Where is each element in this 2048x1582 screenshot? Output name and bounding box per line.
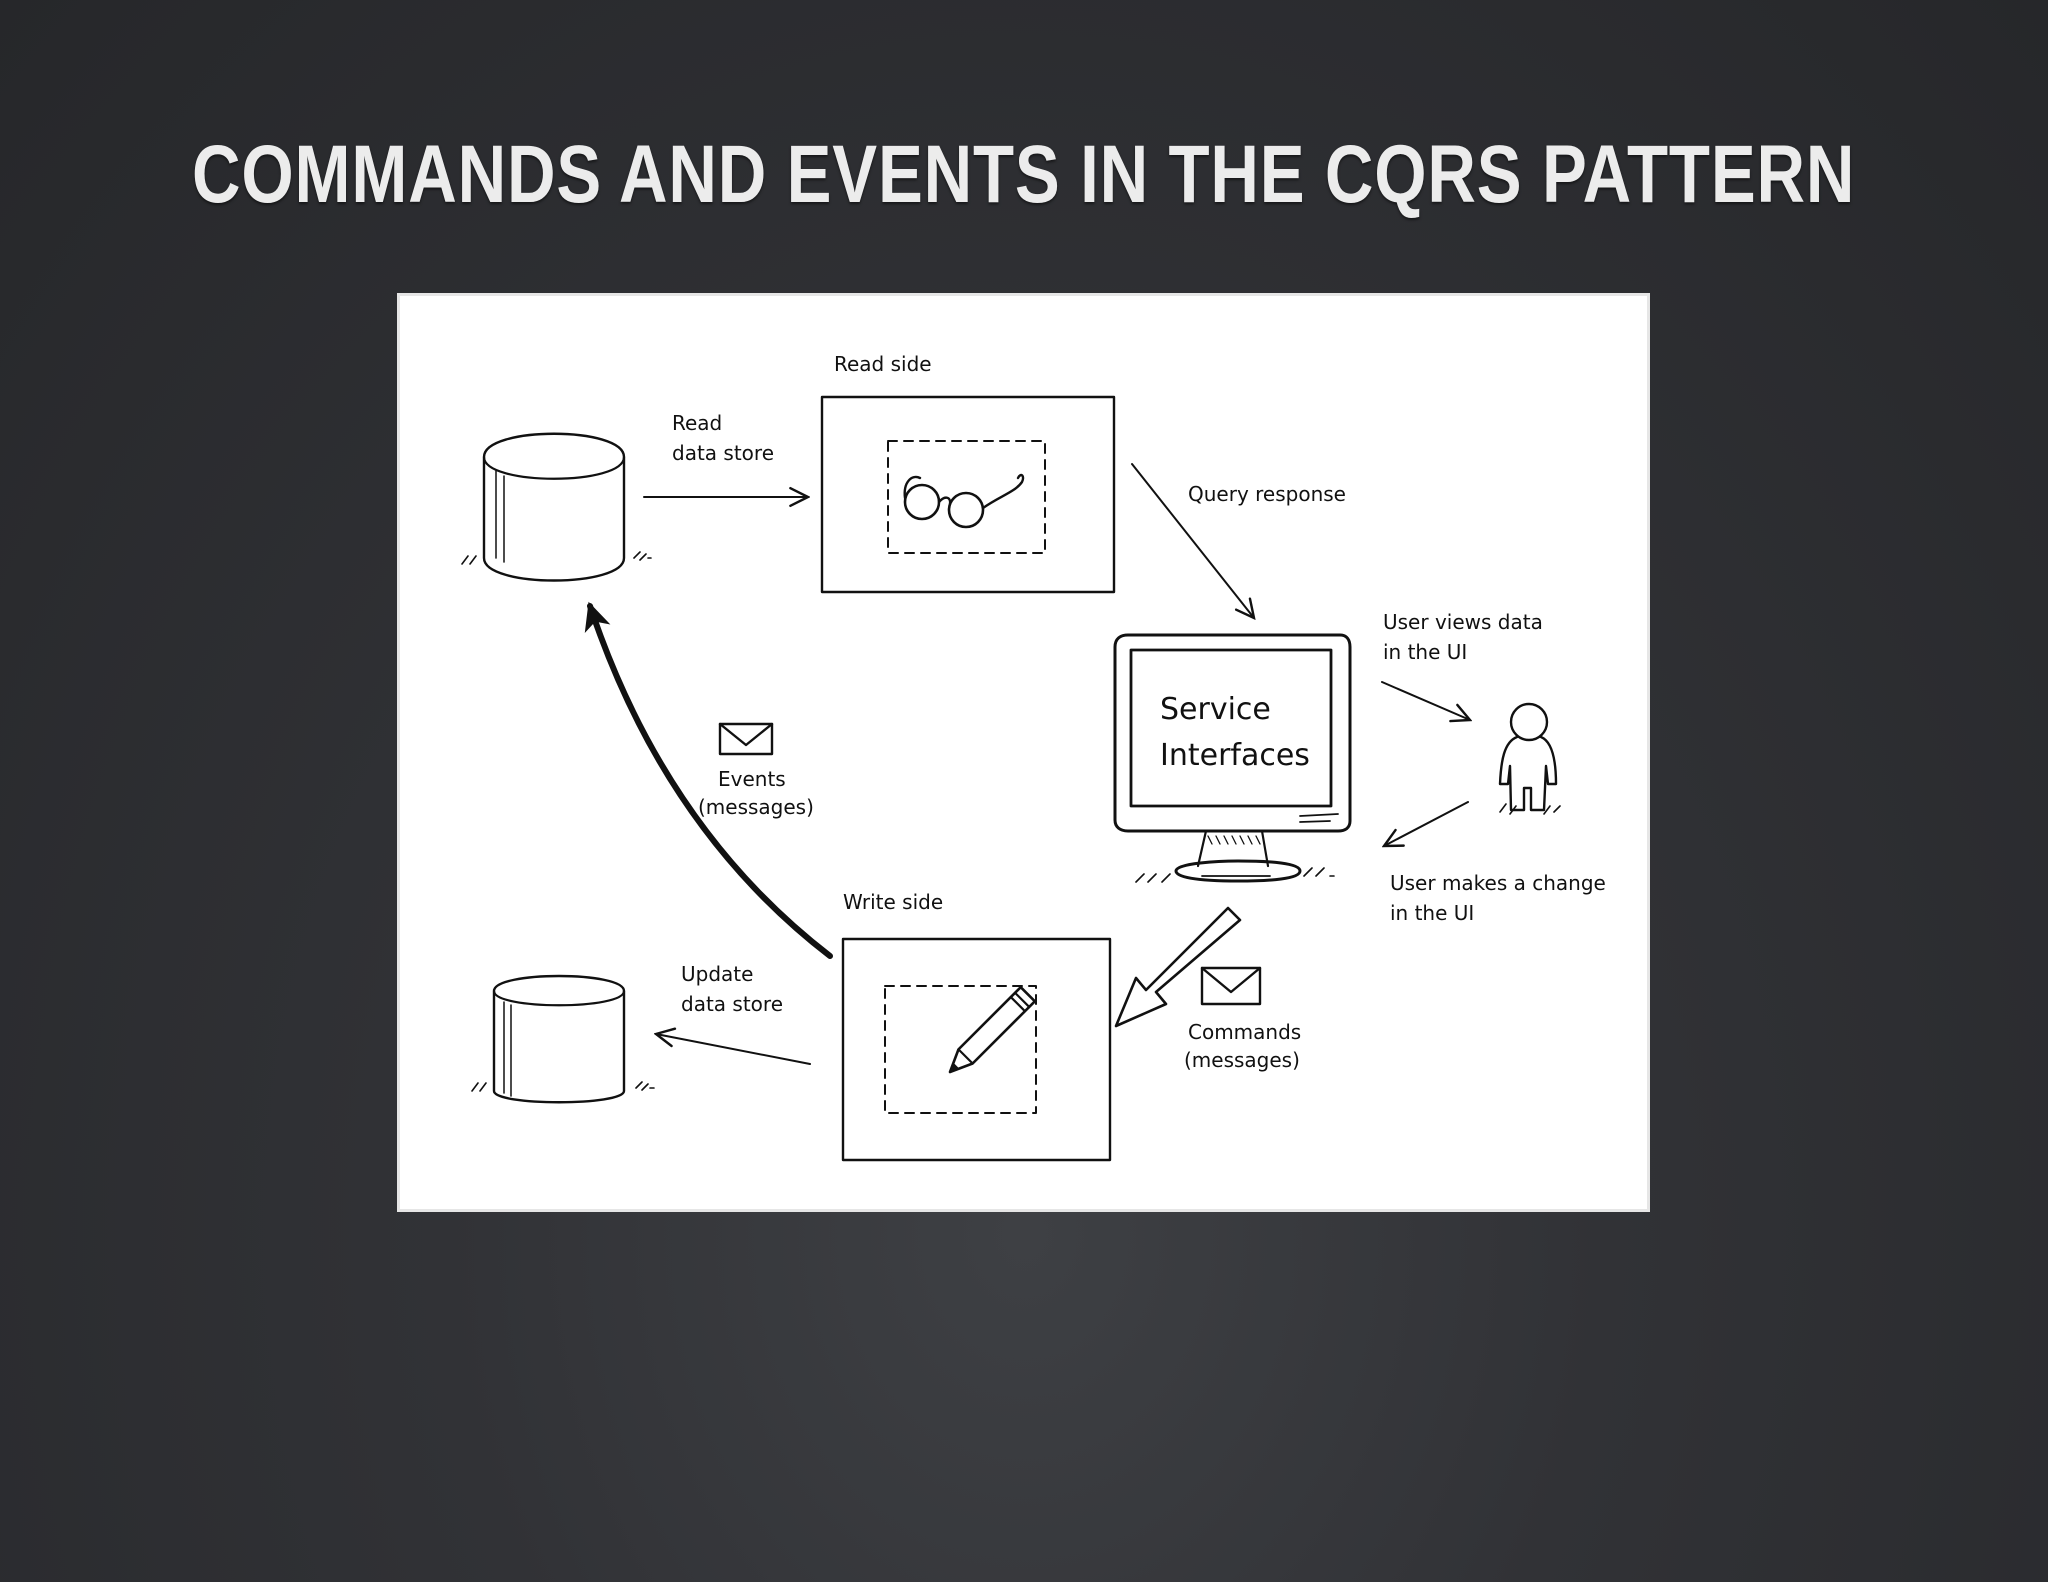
read-side-dashed-area [887, 440, 1046, 554]
write-data-store-icon [471, 974, 655, 1104]
commands-arrow [1114, 906, 1242, 1028]
update-data-store-arrow [656, 1034, 811, 1065]
events-arrow [584, 601, 833, 959]
service-interfaces-label-line2: Interfaces [1160, 738, 1310, 773]
write-side-box [841, 937, 1112, 1162]
service-interfaces-label-line1: Service [1160, 692, 1271, 727]
commands-label-line1: Commands [1188, 1020, 1301, 1044]
commands-label-line2: (messages) [1184, 1048, 1300, 1072]
read-side-label: Read side [834, 352, 932, 376]
user-views-label-line2: in the UI [1383, 640, 1467, 664]
write-side-label: Write side [843, 890, 943, 914]
read-data-store-icon [461, 432, 652, 582]
commands-envelope-icon [1200, 966, 1262, 1006]
write-side-dashed-area [884, 985, 1037, 1114]
events-label-line1: Events [718, 767, 786, 791]
monitor-icon [1113, 633, 1352, 883]
user-views-label-line1: User views data [1383, 610, 1543, 634]
update-data-store-label-line1: Update [681, 962, 753, 986]
read-data-store-label-line1: Read [672, 411, 722, 435]
query-response-label: Query response [1188, 482, 1346, 506]
cqrs-diagram: Read data store Read side Query response [397, 293, 1650, 1212]
user-makes-change-label-line1: User makes a change [1390, 871, 1606, 895]
read-side-box [820, 395, 1116, 594]
user-views-arrow [1381, 681, 1470, 720]
user-makes-change-label-line2: in the UI [1390, 901, 1474, 925]
read-data-store-label-line2: data store [672, 441, 774, 465]
person-icon [1498, 702, 1561, 815]
glasses-icon [903, 473, 1025, 529]
pencil-icon [948, 985, 1037, 1074]
user-makes-change-arrow [1384, 801, 1469, 846]
query-response-arrow [1131, 463, 1254, 618]
events-label-line2: (messages) [698, 795, 814, 819]
diagram-canvas: Read data store Read side Query response [461, 352, 1606, 1162]
slide-title: COMMANDS AND EVENTS IN THE CQRS PATTERN [192, 129, 1856, 220]
update-data-store-label-line2: data store [681, 992, 783, 1016]
events-envelope-icon [718, 722, 774, 756]
